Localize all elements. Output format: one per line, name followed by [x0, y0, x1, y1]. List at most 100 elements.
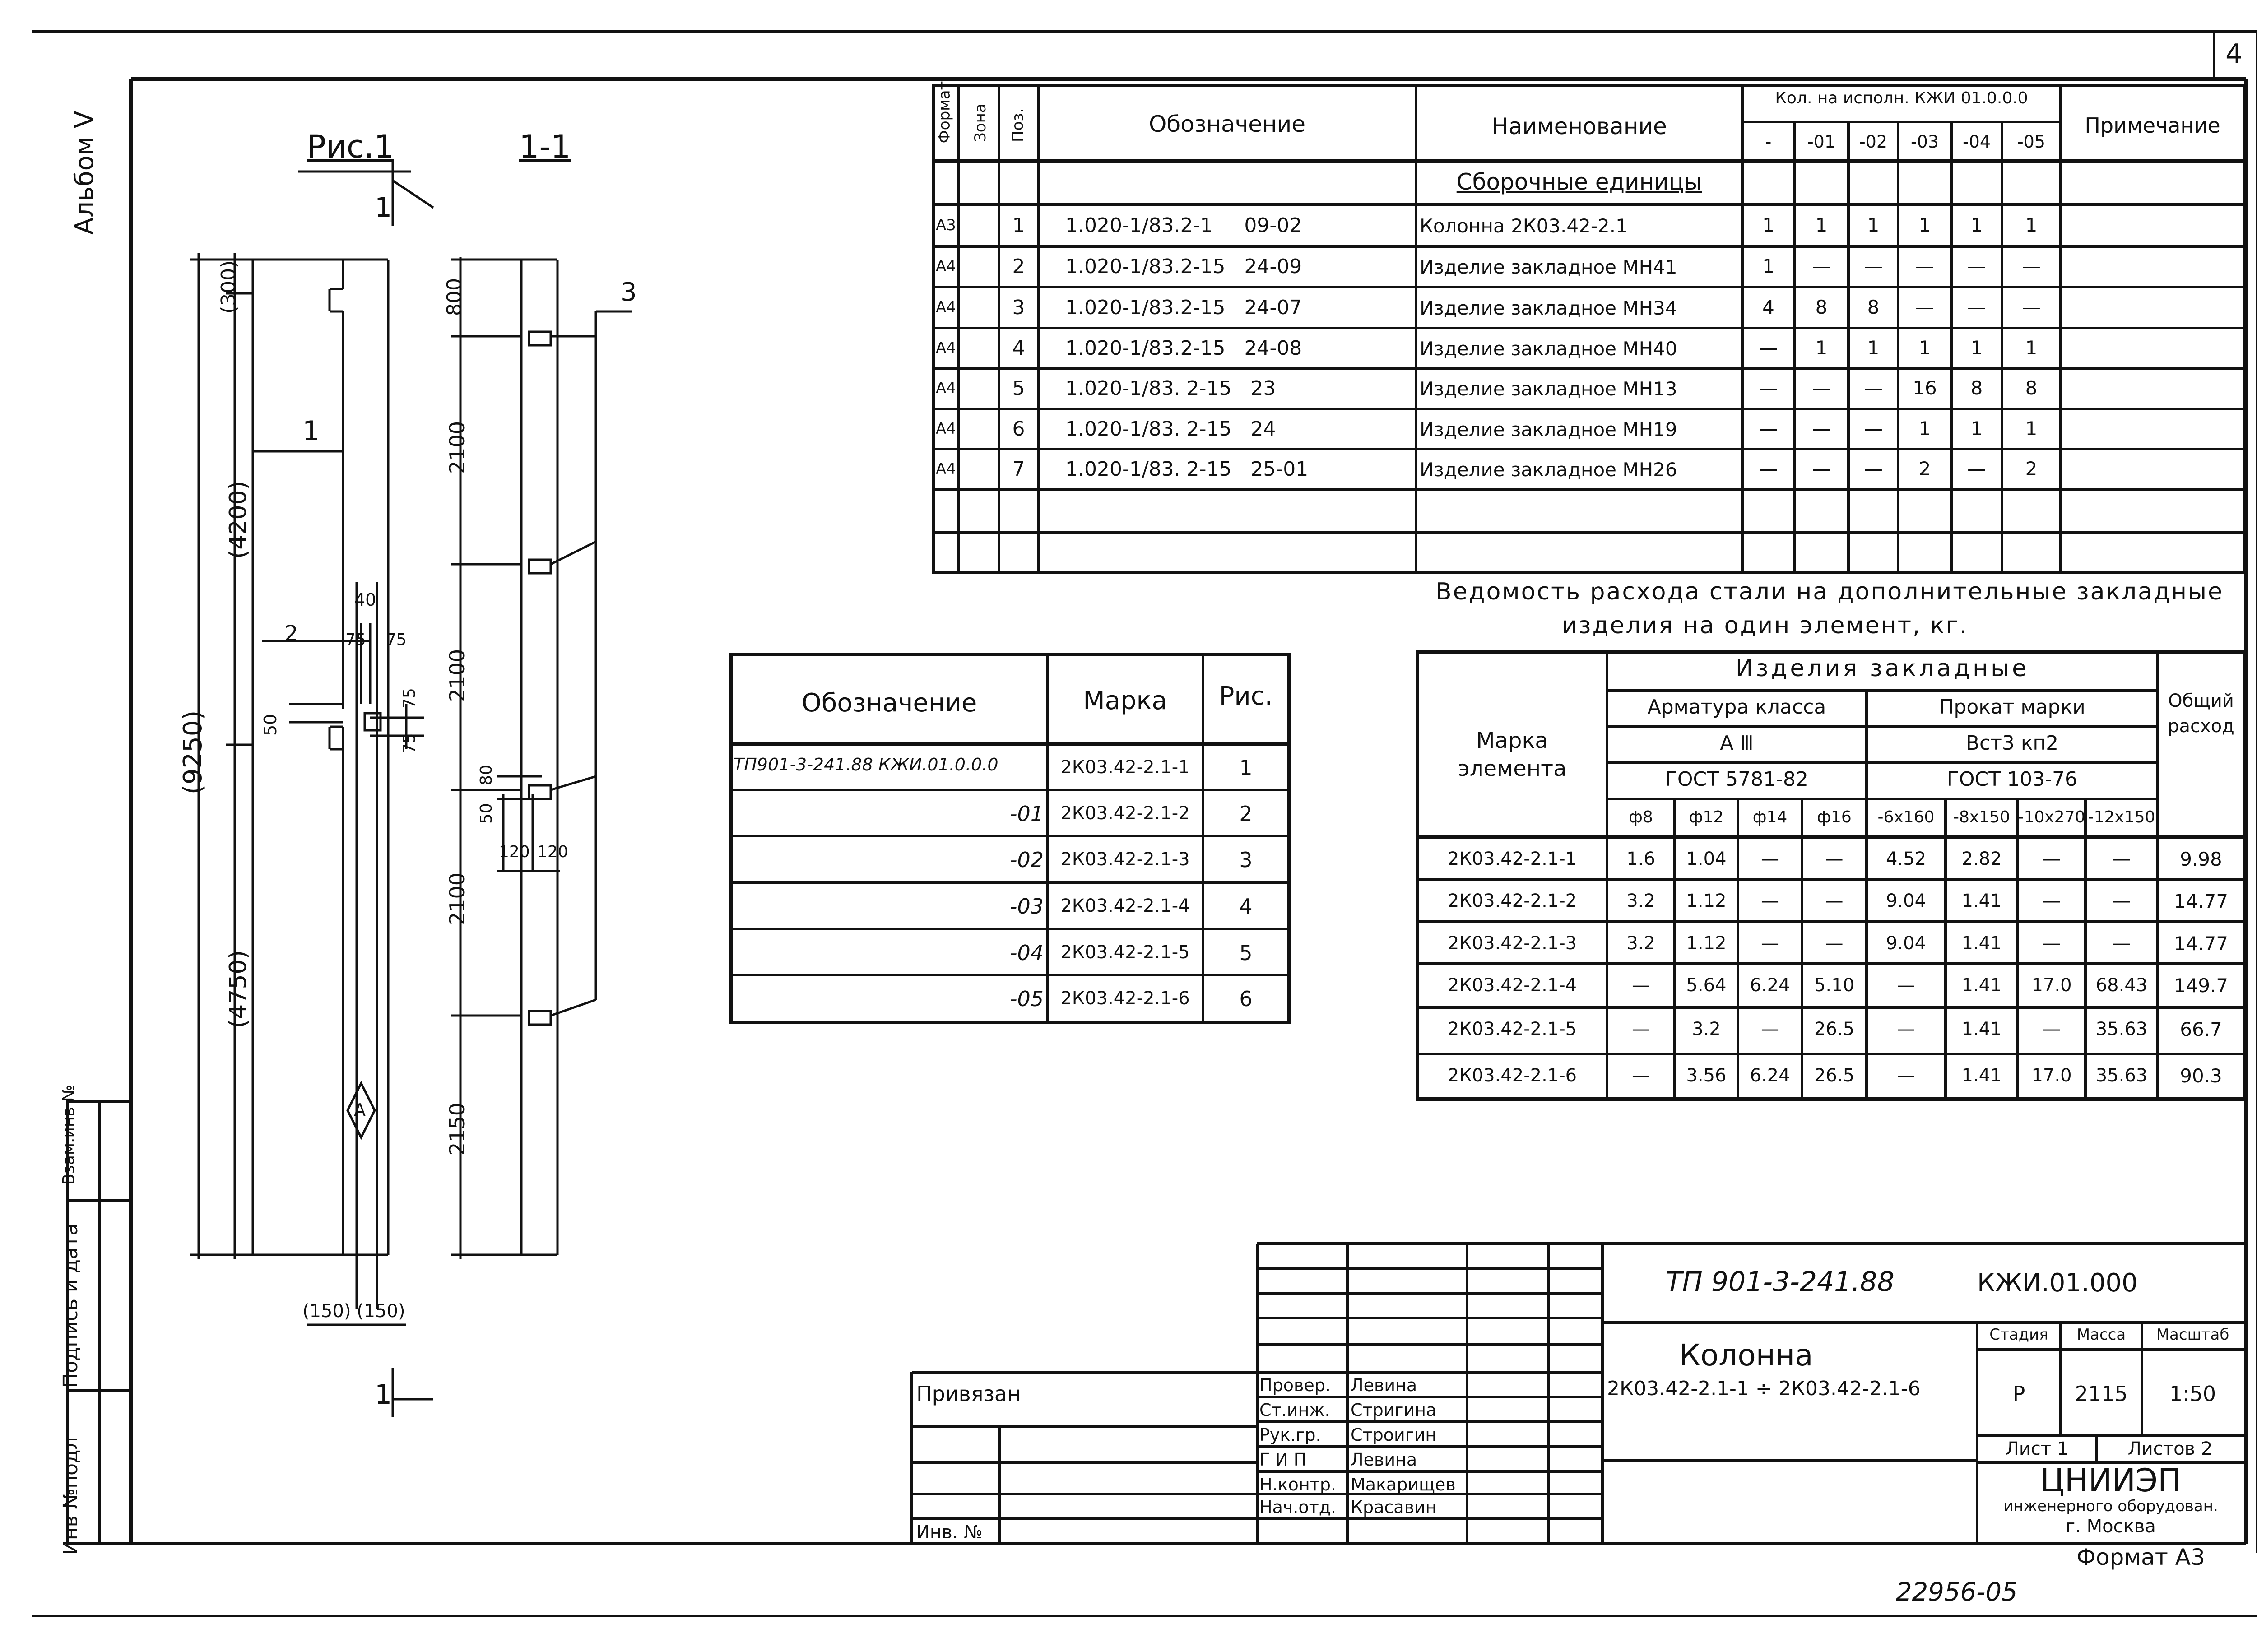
spec-qty: 1 — [1918, 213, 1931, 236]
marks-fig: 2 — [1239, 802, 1253, 826]
callout-3: 3 — [621, 278, 637, 307]
dim-bottom-right: (150) — [357, 1301, 405, 1322]
marks-suffix: -05 — [1009, 987, 1044, 1011]
steel-value: 1.12 — [1686, 891, 1727, 911]
marks-header-mark: Марка — [1083, 686, 1167, 715]
spec-qty: — — [1812, 255, 1831, 277]
marks-suffix: -01 — [1009, 802, 1044, 826]
spec-format: А4 — [936, 460, 956, 478]
tb-scale-header: Масштаб — [2156, 1326, 2229, 1344]
side-stamp-inv: Инв №подл — [59, 1437, 82, 1555]
steel-value: 26.5 — [1814, 1065, 1855, 1086]
marks-mark: 2К03.42-2.1-4 — [1060, 896, 1190, 916]
dim-bottom-left: (150) — [302, 1301, 351, 1322]
format-label: Формат А3 — [2076, 1544, 2205, 1570]
tb-doc: КЖИ.01.000 — [1977, 1268, 2138, 1298]
spec-qty: 2 — [1918, 458, 1931, 480]
tb-subtitle: 2К03.42-2.1-1 ÷ 2К03.42-2.1-6 — [1607, 1377, 1921, 1400]
spec-qty: 1 — [2025, 417, 2038, 440]
steel-value: — — [1632, 1065, 1650, 1086]
section-label: 1-1 — [519, 128, 571, 165]
steel-value: 3.2 — [1626, 891, 1655, 911]
steel-total: 14.77 — [2173, 933, 2229, 955]
steel-mark: 2К03.42-2.1-6 — [1447, 1065, 1577, 1086]
steel-value: 1.04 — [1686, 849, 1727, 869]
steel-value: 3.2 — [1626, 933, 1655, 954]
spec-qty: — — [1812, 417, 1831, 440]
spec-qty: — — [1759, 417, 1778, 440]
dim-upper: (4200) — [225, 481, 252, 559]
spec-pos: 5 — [1012, 377, 1025, 400]
zone-marker: А — [354, 1100, 366, 1120]
page-number: 4 — [2225, 38, 2243, 70]
steel-value: 26.5 — [1814, 1019, 1855, 1039]
steel-value: 6.24 — [1750, 975, 1790, 996]
spec-pos: 7 — [1012, 458, 1025, 481]
dim-top: (300) — [217, 260, 240, 314]
spec-pos: 3 — [1012, 296, 1025, 319]
spec-format: А4 — [936, 339, 956, 357]
dim-75-b: 75 — [386, 631, 407, 649]
spec-name: Изделие закладное МН26 — [1420, 459, 1677, 481]
spec-qty: 1 — [1815, 213, 1828, 236]
figure-label: Рис.1 — [307, 128, 394, 165]
spec-designation: 1.020-1/83.2-15 24-08 — [1065, 336, 1302, 360]
steel-value: — — [2113, 891, 2131, 911]
spec-pos: 1 — [1012, 213, 1025, 237]
spec-format: А3 — [936, 216, 956, 234]
dim-40: 40 — [354, 590, 376, 610]
spec-header-name: Наименование — [1491, 113, 1667, 139]
steel-value: — — [1761, 891, 1779, 911]
marks-grid — [729, 653, 1291, 1024]
spec-format: А4 — [936, 379, 956, 397]
steel-total: 149.7 — [2173, 974, 2229, 997]
spec-pos: 2 — [1012, 255, 1025, 278]
marks-fig: 6 — [1239, 987, 1253, 1011]
spec-qty: — — [2022, 255, 2041, 277]
signer-role: Н.контр. — [1259, 1475, 1337, 1494]
tb-city: г. Москва — [2066, 1516, 2156, 1537]
spec-name: Изделие закладное МН13 — [1420, 378, 1677, 400]
sec-dim-2150: 2150 — [445, 1102, 469, 1155]
column-elevation — [190, 162, 434, 1417]
spec-format: А4 — [936, 298, 956, 316]
side-stamp-vzam: Взам.инв № — [60, 1085, 78, 1185]
steel-header-rebar: Арматура класса — [1647, 696, 1826, 719]
side-stamp-sign: Подпись и дата — [59, 1223, 82, 1388]
marks-mark: 2К03.42-2.1-3 — [1060, 849, 1190, 870]
spec-qty: 1 — [1867, 213, 1880, 236]
marks-suffix: -04 — [1009, 941, 1044, 965]
steel-value: — — [2043, 891, 2061, 911]
steel-total: 9.98 — [2180, 848, 2222, 870]
spec-format: А4 — [936, 257, 956, 275]
spec-section-title: Сборочные единицы — [1456, 169, 1702, 195]
spec-qty: 1 — [1918, 336, 1931, 359]
spec-qty: — — [1967, 296, 1986, 318]
steel-header-rolled-grade: Вст3 кп2 — [1965, 732, 2059, 755]
album-label: Альбом Ⅴ — [70, 111, 99, 235]
steel-value: 9.04 — [1885, 891, 1927, 911]
spec-qty-col: -03 — [1910, 132, 1939, 152]
signer-name: Макарищев — [1351, 1475, 1456, 1494]
steel-value: — — [1761, 1019, 1779, 1039]
tb-title: Колонна — [1679, 1338, 1813, 1373]
spec-designation: 1.020-1/83.2-1 09-02 — [1065, 213, 1302, 237]
signer-role: Нач.отд. — [1259, 1497, 1337, 1517]
steel-header-total: Общий расход — [2168, 691, 2234, 737]
sec-dim-800: 800 — [443, 278, 466, 316]
steel-value: 1.41 — [1961, 1065, 2002, 1086]
marks-mark: 2К03.42-2.1-6 — [1060, 988, 1190, 1009]
steel-value: 5.10 — [1814, 975, 1855, 996]
marks-mark: 2К03.42-2.1-1 — [1060, 757, 1190, 778]
marks-header-designation: Обозначение — [801, 688, 977, 718]
sec-dim-50: 50 — [477, 803, 496, 824]
spec-qty: 1 — [1762, 213, 1774, 236]
spec-qty: 1 — [1918, 417, 1931, 440]
spec-qty: 4 — [1762, 296, 1774, 318]
signer-role: Рук.гр. — [1259, 1425, 1321, 1445]
spec-qty: — — [1864, 255, 1883, 277]
steel-value: — — [1825, 849, 1844, 869]
marks-fig: 5 — [1239, 941, 1253, 965]
